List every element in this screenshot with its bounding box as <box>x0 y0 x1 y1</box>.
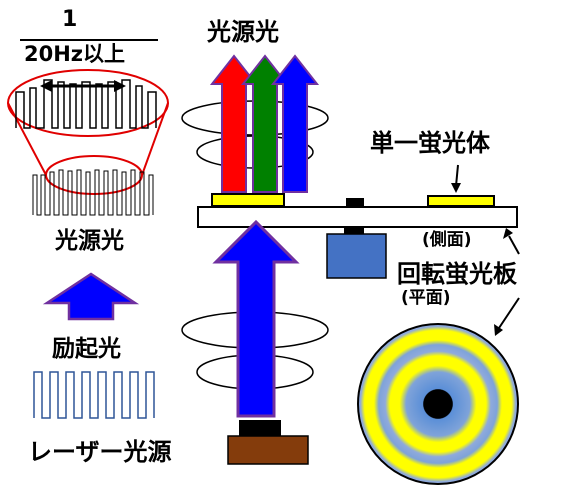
period-arrow-right <box>114 80 126 92</box>
period-numerator: 1 <box>62 7 78 32</box>
motor-shaft <box>344 226 364 234</box>
blue-source-arrow <box>270 54 320 193</box>
plate-side-leader-line <box>508 235 520 255</box>
phosphor-segment-left <box>211 193 285 207</box>
green-source-arrow <box>240 54 290 193</box>
magnifier-lower-ellipse <box>45 155 143 195</box>
plate-side-leader-head <box>503 228 513 239</box>
plate-plan-leader-line <box>498 297 520 329</box>
rotating-plate-label: 回転蛍光板 <box>397 260 517 288</box>
excitation-arrow-icon <box>42 272 140 321</box>
laser-housing <box>227 435 309 465</box>
disc-outline <box>357 323 519 485</box>
phosphor-segment-right <box>427 195 495 207</box>
excitation-light-label: 励起光 <box>52 336 121 362</box>
disc-hub <box>424 390 452 418</box>
laser-square-wave <box>33 371 155 419</box>
side-view-label: (側面) <box>422 230 472 250</box>
hub-top <box>346 198 364 208</box>
magnified-waveform <box>7 69 169 216</box>
magnified-pulse-train <box>15 79 157 129</box>
red-source-arrow <box>209 54 259 193</box>
laser-emitter <box>239 420 281 436</box>
magnifier-left-edge <box>7 102 47 176</box>
output-pulse-train <box>32 169 154 216</box>
single-phosphor-label: 単一蛍光体 <box>370 129 490 157</box>
period-arrow-left <box>40 80 52 92</box>
source-light-label-top: 光源光 <box>207 18 279 46</box>
magnifier-upper-ellipse <box>7 69 169 137</box>
plate-plan-leader-head <box>494 324 503 336</box>
laser-source-label: レーザー光源 <box>28 438 172 466</box>
phosphor-leader-head <box>451 183 461 193</box>
plan-view-label: (平面) <box>401 288 451 308</box>
source-light-label-left: 光源光 <box>55 228 124 254</box>
phosphor-leader-line <box>455 164 459 187</box>
period-denominator: 20Hz以上 <box>24 42 126 66</box>
motor <box>326 233 387 279</box>
laser-beam-arrow <box>212 219 300 418</box>
rotating-plate-side <box>197 206 518 228</box>
magnifier-right-edge <box>141 102 169 176</box>
